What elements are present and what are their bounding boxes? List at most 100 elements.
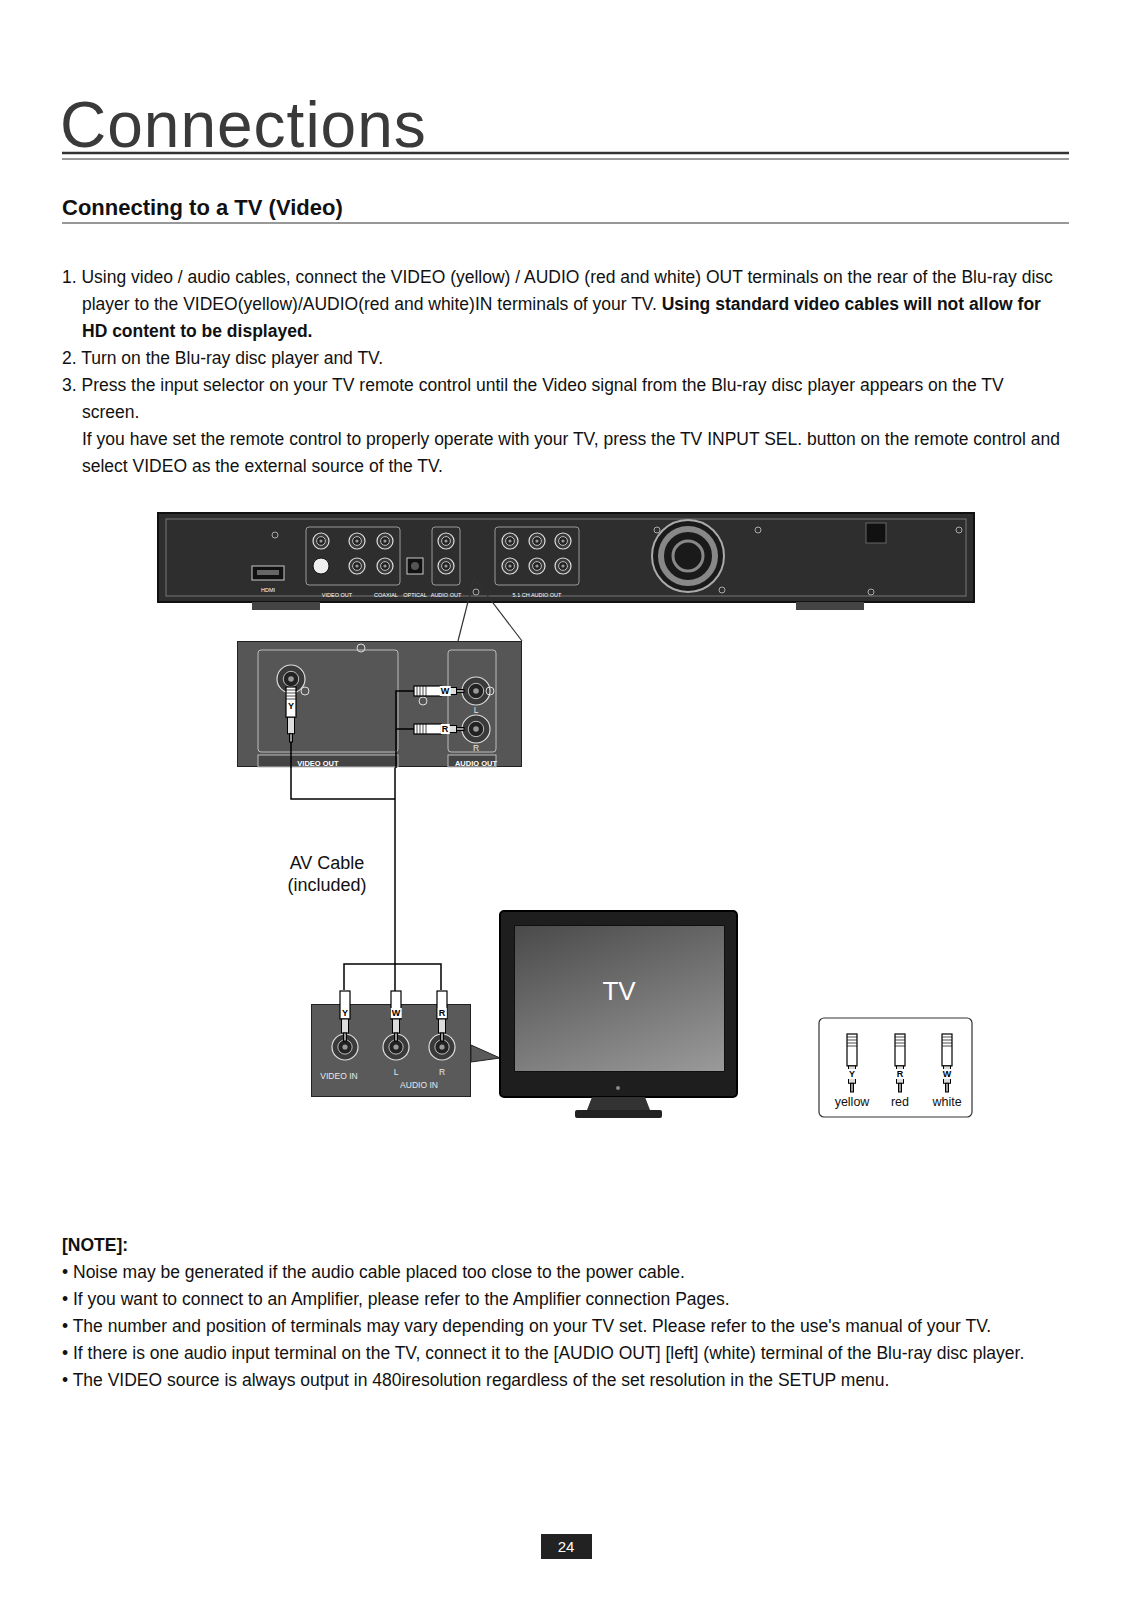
- jack: [438, 533, 454, 549]
- jack-pin: [355, 564, 358, 567]
- jack: [313, 533, 329, 549]
- terminal-label: L: [474, 705, 479, 715]
- plug-grip: [420, 724, 421, 734]
- plug-body: [391, 991, 401, 1019]
- plug-grip: [942, 1037, 952, 1038]
- terminal-label: VIDEO OUT: [297, 759, 338, 768]
- plug-grip: [895, 1040, 905, 1041]
- plug-body: [942, 1034, 952, 1066]
- plug-tip: [441, 1033, 444, 1041]
- section-heading: Connecting to a TV (Video): [62, 195, 343, 221]
- plug-body: [847, 1034, 857, 1066]
- jack-ring: [506, 562, 515, 571]
- jack: [349, 533, 365, 549]
- jack: [529, 558, 545, 574]
- jack-ring: [317, 537, 326, 546]
- panel-outline: [448, 650, 496, 752]
- plug-tip: [395, 1033, 398, 1041]
- jack: [429, 1034, 455, 1060]
- plug-letter: W: [391, 1008, 402, 1018]
- plug-grip: [286, 696, 296, 697]
- plug-grip: [847, 1037, 857, 1038]
- screw: [419, 697, 427, 705]
- jack-pin: [342, 1044, 347, 1049]
- plug-collar: [849, 1066, 856, 1083]
- plug-grip: [847, 1043, 857, 1044]
- jack-ring: [533, 537, 542, 546]
- plug-grip: [942, 1043, 952, 1044]
- plug-grip: [942, 1040, 952, 1041]
- instruction-steps: 1. Using video / audio cables, connect t…: [62, 264, 1062, 480]
- note-text: • The number and position of terminals m…: [62, 1313, 1062, 1340]
- jack-ring: [506, 537, 515, 546]
- jack-ring: [559, 537, 568, 546]
- jack-pin: [561, 539, 564, 542]
- note-text: [NOTE]:: [62, 1232, 1062, 1259]
- emphasis-text: Using standard video cables will not all…: [82, 294, 1041, 341]
- tv-input-panel: VIDEO INLRAUDIO INYWR: [311, 1004, 471, 1097]
- jack: [502, 533, 518, 549]
- jack-pin: [473, 688, 479, 694]
- plug-collar: [342, 1019, 349, 1033]
- page-number: 24: [558, 1538, 575, 1555]
- plug-letter: R: [438, 1008, 447, 1018]
- cable: [396, 728, 414, 730]
- jack-pin: [383, 539, 386, 542]
- jack-ring: [338, 1040, 352, 1054]
- jack: [462, 715, 490, 743]
- edge-label: AV Cable (included): [272, 852, 382, 896]
- plug-letter: R: [896, 1069, 905, 1079]
- plug-collar: [288, 717, 295, 734]
- av-cable: [394, 767, 396, 1004]
- legend-text: yellow: [835, 1095, 870, 1109]
- panel-outline: [258, 650, 398, 752]
- jack: [555, 558, 571, 574]
- screw: [357, 644, 365, 652]
- jack-ring: [442, 537, 451, 546]
- plug-tip: [344, 1033, 347, 1041]
- plug-body: [414, 686, 442, 696]
- plug-grip: [426, 724, 427, 734]
- node-art: [238, 642, 523, 768]
- plug-collar: [897, 1066, 904, 1083]
- plug-grip: [423, 724, 424, 734]
- plug-grip: [942, 1046, 952, 1047]
- screw: [301, 687, 309, 695]
- jack-pin: [508, 564, 511, 567]
- terminal-label: AUDIO OUT: [455, 759, 497, 768]
- plug-letter: W: [942, 1069, 953, 1079]
- plug-grip: [847, 1040, 857, 1041]
- jack-ring: [381, 537, 390, 546]
- plug-tip: [457, 690, 465, 693]
- jack-ring: [468, 721, 483, 736]
- note-text: • If there is one audio input terminal o…: [62, 1340, 1062, 1367]
- plug-letter: W: [440, 686, 451, 696]
- plug-tip: [457, 728, 465, 731]
- note-text: • If you want to connect to an Amplifier…: [62, 1286, 1062, 1313]
- port-label: 5.1 CH AUDIO OUT: [513, 592, 562, 598]
- terminal-label: VIDEO IN: [320, 1071, 357, 1081]
- jack: [529, 533, 545, 549]
- plug-grip: [286, 690, 296, 691]
- jack: [377, 533, 393, 549]
- plug-body: [414, 724, 442, 734]
- jack-pin: [288, 676, 294, 682]
- device-name: TV: [602, 976, 635, 1007]
- jack-ring: [389, 1040, 403, 1054]
- jack-ring: [283, 671, 298, 686]
- plug-grip: [895, 1037, 905, 1038]
- jack-pin: [383, 564, 386, 567]
- port-label: AUDIO OUT: [431, 592, 462, 598]
- jack: [502, 558, 518, 574]
- plug-tip: [290, 734, 293, 742]
- jack: [383, 1034, 409, 1060]
- jack-pin: [444, 564, 447, 567]
- plug-grip: [895, 1043, 905, 1044]
- jack-pin: [393, 1044, 398, 1049]
- jack: [332, 1034, 358, 1060]
- jack-pin: [535, 564, 538, 567]
- rear-panel-detail: VIDEO OUTAUDIO OUTYWRLR: [237, 641, 522, 767]
- tv-screen: TV: [515, 926, 724, 1071]
- plug-letter: Y: [341, 1008, 349, 1018]
- instruction-text: 2. Turn on the Blu-ray disc player and T…: [62, 345, 1062, 372]
